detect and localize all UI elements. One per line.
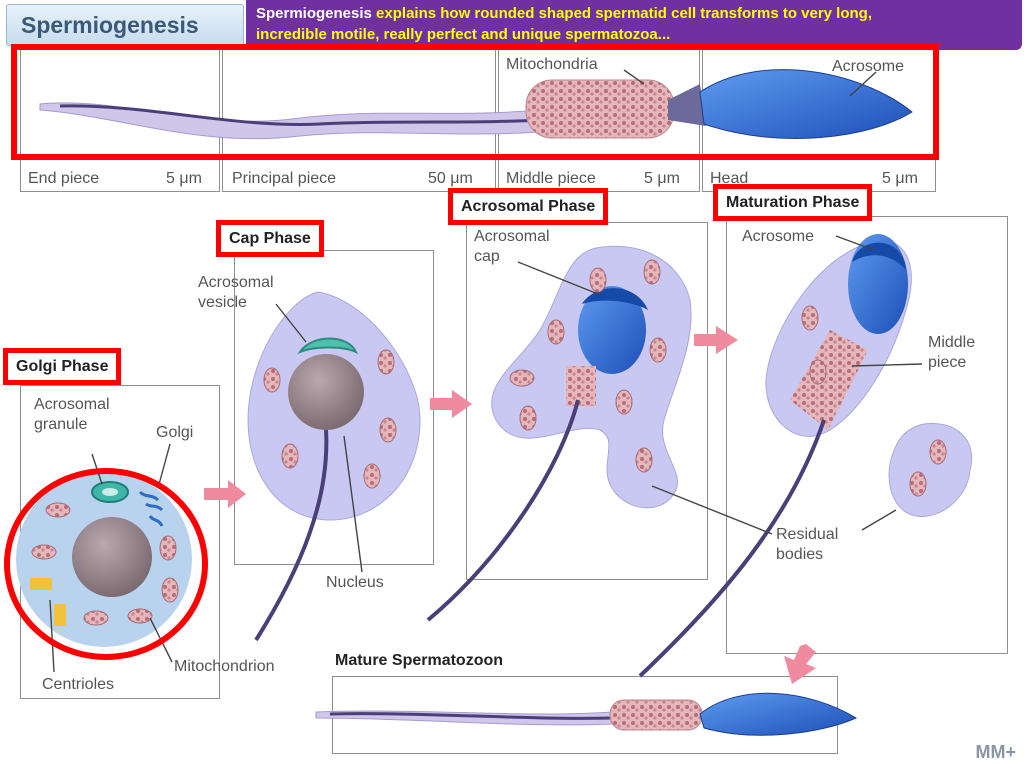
sperm-highlight-frame xyxy=(11,44,939,160)
golgi-highlight-circle xyxy=(4,468,208,660)
label-residual-bodies-1: Residual xyxy=(776,526,839,543)
segment-head-size: 5 μm xyxy=(882,170,918,187)
banner-line-2: incredible motile, really perfect and un… xyxy=(256,26,671,43)
cap-cell xyxy=(247,291,421,642)
label-mitochondria: Mitochondria xyxy=(506,56,598,73)
segment-end-piece-size: 5 μm xyxy=(166,170,202,187)
mature-sperm xyxy=(315,692,858,736)
label-acrosome: Acrosome xyxy=(742,228,815,245)
acrosomal-vesicle xyxy=(297,337,359,355)
label-golgi: Golgi xyxy=(156,424,194,441)
maturation-mitochondria xyxy=(790,330,868,430)
arrow-acrosomal-to-maturation xyxy=(694,326,738,354)
acrosomal-mitochondria xyxy=(566,366,596,406)
label-nucleus: Nucleus xyxy=(326,574,384,591)
label-acrosomal-granule-2: granule xyxy=(34,416,88,433)
label-middle-piece-1: Middle xyxy=(928,334,976,351)
label-acrosomal-vesicle-1: Acrosomal xyxy=(198,274,274,291)
segment-middle-piece-size: 5 μm xyxy=(644,170,680,187)
arrow-golgi-to-cap xyxy=(204,480,246,508)
segment-head: Head xyxy=(710,170,749,187)
caption-banner: Spermiogenesis explains how rounded shap… xyxy=(246,0,1022,50)
page-title: Spermiogenesis xyxy=(21,12,199,38)
golgi-phase-title: Golgi Phase xyxy=(3,348,122,385)
cap-nucleus xyxy=(288,354,364,430)
publisher-logo: MM+ xyxy=(975,742,1017,762)
label-acrosomal-cap-2: cap xyxy=(474,248,500,265)
arrow-maturation-to-mature xyxy=(784,644,816,684)
acrosomal-phase-title: Acrosomal Phase xyxy=(448,188,609,225)
mature-title: Mature Spermatozoon xyxy=(335,652,504,669)
cap-phase-title: Cap Phase xyxy=(216,220,324,257)
label-acrosomal-vesicle-2: vesicle xyxy=(198,294,247,311)
banner-line-1: Spermiogenesis explains how rounded shap… xyxy=(256,5,873,22)
residual-body xyxy=(888,423,973,517)
title-tab: Spermiogenesis xyxy=(6,4,244,46)
acrosomal-head xyxy=(578,286,646,374)
label-mitochondrion: Mitochondrion xyxy=(174,658,275,675)
label-acrosomal-cap-1: Acrosomal xyxy=(474,228,550,245)
sperm-strip-illustration xyxy=(39,69,913,140)
maturation-cell xyxy=(638,234,973,678)
segment-principal-piece-size: 50 μm xyxy=(428,170,473,187)
segment-principal-piece: Principal piece xyxy=(232,170,337,187)
label-acrosomal-granule-1: Acrosomal xyxy=(34,396,110,413)
banner-highlight: Spermiogenesis xyxy=(256,5,372,22)
label-residual-bodies-2: bodies xyxy=(776,546,824,563)
acrosomal-cell xyxy=(426,245,692,622)
label-middle-piece-2: piece xyxy=(928,354,967,371)
segment-end-piece: End piece xyxy=(28,170,100,187)
label-centrioles: Centrioles xyxy=(42,676,115,693)
phase-arrows xyxy=(204,326,816,684)
maturation-phase-title: Maturation Phase xyxy=(713,184,873,221)
arrow-cap-to-acrosomal xyxy=(430,390,472,418)
segment-middle-piece: Middle piece xyxy=(506,170,596,187)
label-acrosome-top: Acrosome xyxy=(832,58,905,75)
